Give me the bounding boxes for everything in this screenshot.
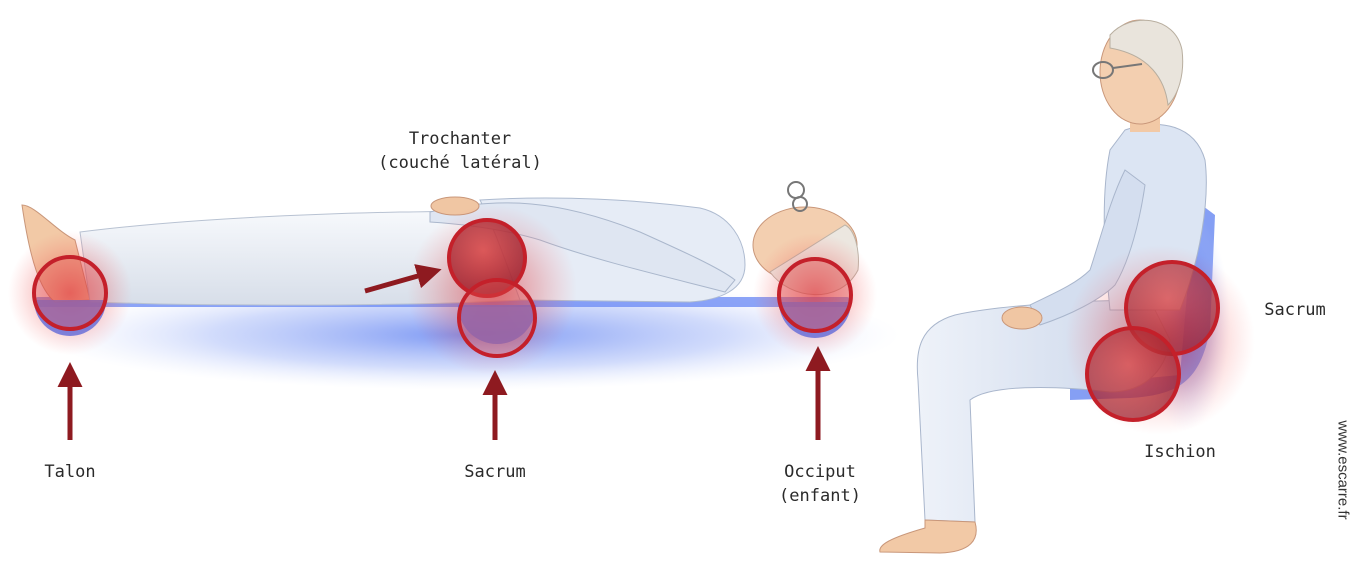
trochanter-label-line2: (couché latéral)	[360, 151, 560, 175]
talon-label: Talon	[20, 460, 120, 484]
seated-hand	[1002, 307, 1042, 329]
watermark: www.escarre.fr	[1335, 420, 1352, 519]
occiput-label-line2: (enfant)	[760, 484, 880, 508]
seated-feet	[880, 520, 976, 553]
occiput-pressure-ring	[779, 259, 851, 331]
heel-pressure-ring	[34, 257, 106, 329]
trochanter-label: Trochanter (couché latéral)	[360, 127, 560, 175]
lying-figure	[8, 182, 900, 440]
sacrum-seated-label: Sacrum	[1240, 298, 1350, 322]
ischion-label: Ischion	[1125, 440, 1235, 464]
seated-figure	[880, 20, 1255, 553]
trochanter-label-line1: Trochanter	[360, 127, 560, 151]
occiput-label: Occiput (enfant)	[760, 460, 880, 508]
sacrum-lying-pressure-ring	[459, 280, 535, 356]
sacrum-lying-label: Sacrum	[435, 460, 555, 484]
ischion-pressure-ring	[1087, 328, 1179, 420]
occiput-label-line1: Occiput	[760, 460, 880, 484]
